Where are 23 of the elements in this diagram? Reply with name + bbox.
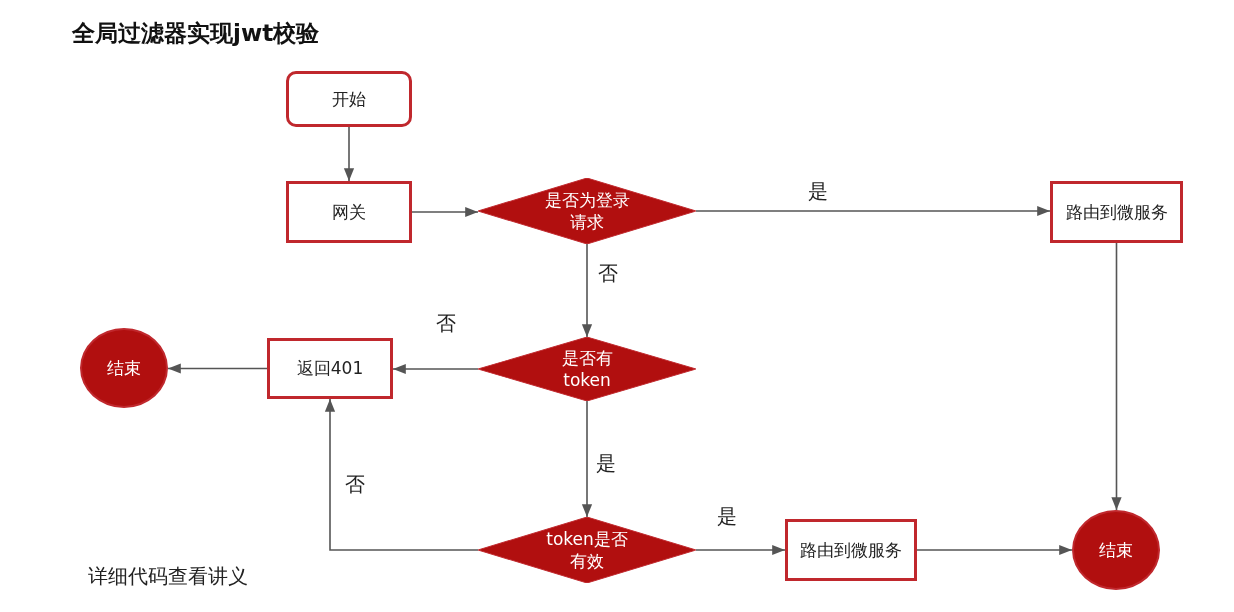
arrow: [1111, 242, 1122, 511]
end-circle: 结束: [1072, 510, 1160, 590]
process-box: 返回401: [267, 338, 393, 399]
decision-diamond: token是否有效: [478, 517, 696, 583]
process-box: 路由到微服务: [1050, 181, 1183, 243]
title: 全局过滤器实现jwt校验: [72, 19, 320, 48]
decision-diamond: 是否有token: [478, 337, 696, 401]
process-box: 路由到微服务: [785, 519, 917, 581]
end-circle: 结束: [80, 328, 168, 408]
process-box: 网关: [286, 181, 412, 243]
arrow: [916, 544, 1073, 556]
arrow: [324, 398, 479, 551]
arrow: [581, 243, 593, 338]
arrow: [392, 363, 479, 375]
start-box: 开始: [286, 71, 412, 127]
note-text: 详细代码查看讲义: [88, 563, 248, 590]
arrow: [581, 400, 593, 518]
arrow: [167, 363, 268, 374]
arrow: [411, 206, 479, 218]
arrow: [695, 544, 786, 556]
arrow: [695, 205, 1051, 217]
decision-diamond: 是否为登录请求: [478, 178, 696, 244]
arrow: [343, 126, 355, 182]
